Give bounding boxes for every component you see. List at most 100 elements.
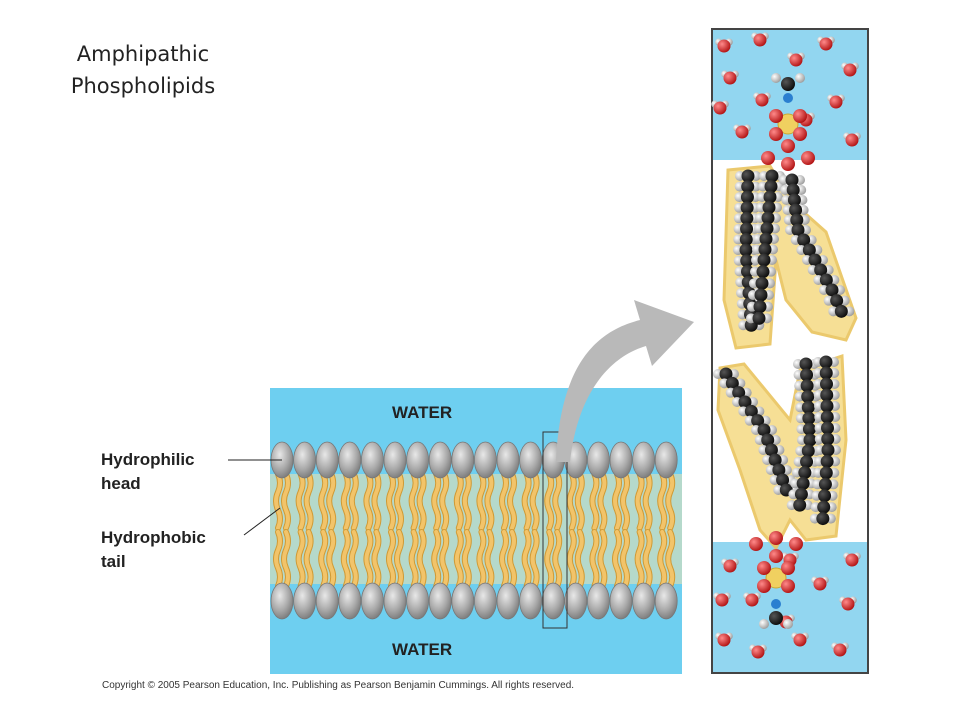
carbon-atom [796, 476, 810, 490]
carbon-atom [821, 443, 835, 457]
tail-fill [432, 530, 441, 588]
tail-fill [274, 530, 282, 588]
tail-fill [658, 530, 667, 588]
carbon-atom [802, 411, 816, 425]
head-top [293, 441, 317, 479]
water-molecule [749, 644, 767, 659]
oxygen-atom [781, 139, 795, 153]
head-bottom [360, 582, 384, 620]
carbon-atom [825, 283, 839, 297]
tail-fill [567, 530, 576, 588]
carbon-atom [741, 265, 754, 278]
carbon-atom [801, 390, 815, 404]
oxygen-atom [841, 597, 855, 611]
bilayer-panel [270, 388, 682, 674]
tail-fill [454, 530, 463, 588]
head-bottom [564, 582, 588, 620]
water-molecule [711, 100, 729, 115]
carbon-atom [754, 288, 768, 302]
tail-fill [417, 530, 426, 588]
tail-fill [304, 530, 313, 588]
tail-fill [643, 472, 652, 530]
carbon-atom [817, 500, 831, 514]
oxygen-atom [781, 579, 795, 593]
tail-fill [462, 530, 471, 588]
carbon-atom [799, 357, 813, 371]
tail-fill [613, 530, 621, 588]
tail-fill [621, 530, 629, 588]
hydrophilic-heads [270, 441, 678, 620]
tail-fill [530, 472, 539, 530]
nitrogen-atom [771, 599, 781, 609]
carbon-atom [800, 455, 814, 469]
tail-fill [327, 472, 336, 530]
oxygen-atom [753, 33, 767, 47]
head-bottom [519, 582, 542, 620]
tail-fill [372, 472, 381, 530]
carbon-atom [798, 466, 812, 480]
oxygen-atom [769, 109, 783, 123]
tail-fill [327, 530, 336, 588]
carbon-atom [802, 243, 816, 257]
tail-fill [319, 530, 328, 588]
hydrophilic-label-line-1: Hydrophilic [101, 450, 195, 469]
head-top [428, 441, 452, 479]
tail-fill [387, 530, 395, 588]
tail-fill [319, 472, 328, 530]
tail-fill [364, 530, 373, 588]
carbon-atom [757, 423, 771, 437]
tail-fill [500, 472, 508, 530]
tail-fill [666, 472, 675, 530]
oxygen-atom [755, 93, 769, 107]
head-top [609, 441, 633, 479]
oxygen-atom [793, 109, 807, 123]
head-bottom [270, 582, 294, 620]
head-bottom [496, 582, 520, 620]
hydrogen-atom [771, 73, 781, 83]
carbon-atom [769, 611, 783, 625]
head-bottom [609, 582, 633, 620]
carbon-atom [763, 190, 777, 204]
oxygen-atom [745, 593, 759, 607]
carbon-atom [790, 213, 804, 227]
oxygen-atom [761, 151, 775, 165]
tail-fill [296, 530, 305, 588]
head-bottom [383, 582, 407, 620]
tail-fill [440, 472, 449, 530]
head-bottom [473, 582, 497, 620]
carbon-atom [762, 201, 776, 214]
tail-fill [553, 530, 562, 588]
carbon-atom [802, 422, 816, 436]
tail-fill [553, 472, 562, 530]
tail-fill [590, 530, 599, 588]
carbon-atom [830, 294, 844, 308]
oxygen-atom [843, 63, 857, 77]
head-bottom [632, 582, 655, 620]
carbon-atom [744, 404, 758, 418]
hydrophobic-label-line-1: Hydrophobic [101, 528, 206, 547]
carbon-atom [776, 473, 790, 487]
head-bottom [451, 582, 475, 620]
copyright-text: Copyright © 2005 Pearson Education, Inc.… [102, 680, 575, 691]
carbon-atom [761, 211, 775, 225]
tail-fill [432, 472, 441, 530]
tail-fill [304, 472, 313, 530]
water-molecule [841, 62, 859, 77]
carbon-atom [761, 433, 775, 447]
oxygen-atom [717, 39, 731, 53]
page-title: Amphipathic Phospholipids [58, 38, 228, 102]
carbon-atom [808, 253, 822, 267]
carbon-atom [739, 232, 753, 246]
tail-fill [635, 530, 644, 588]
carbon-atom [821, 421, 834, 435]
water-molecule [781, 552, 799, 567]
tail-fill [508, 472, 516, 530]
head-top [654, 441, 678, 479]
hydrogen-atom [759, 619, 769, 629]
oxygen-atom [757, 561, 771, 575]
carbon-atom [753, 300, 767, 314]
carbon-atom [752, 311, 766, 325]
head-bottom [428, 582, 452, 620]
carbon-atom [818, 477, 832, 491]
carbon-atom [800, 379, 814, 393]
